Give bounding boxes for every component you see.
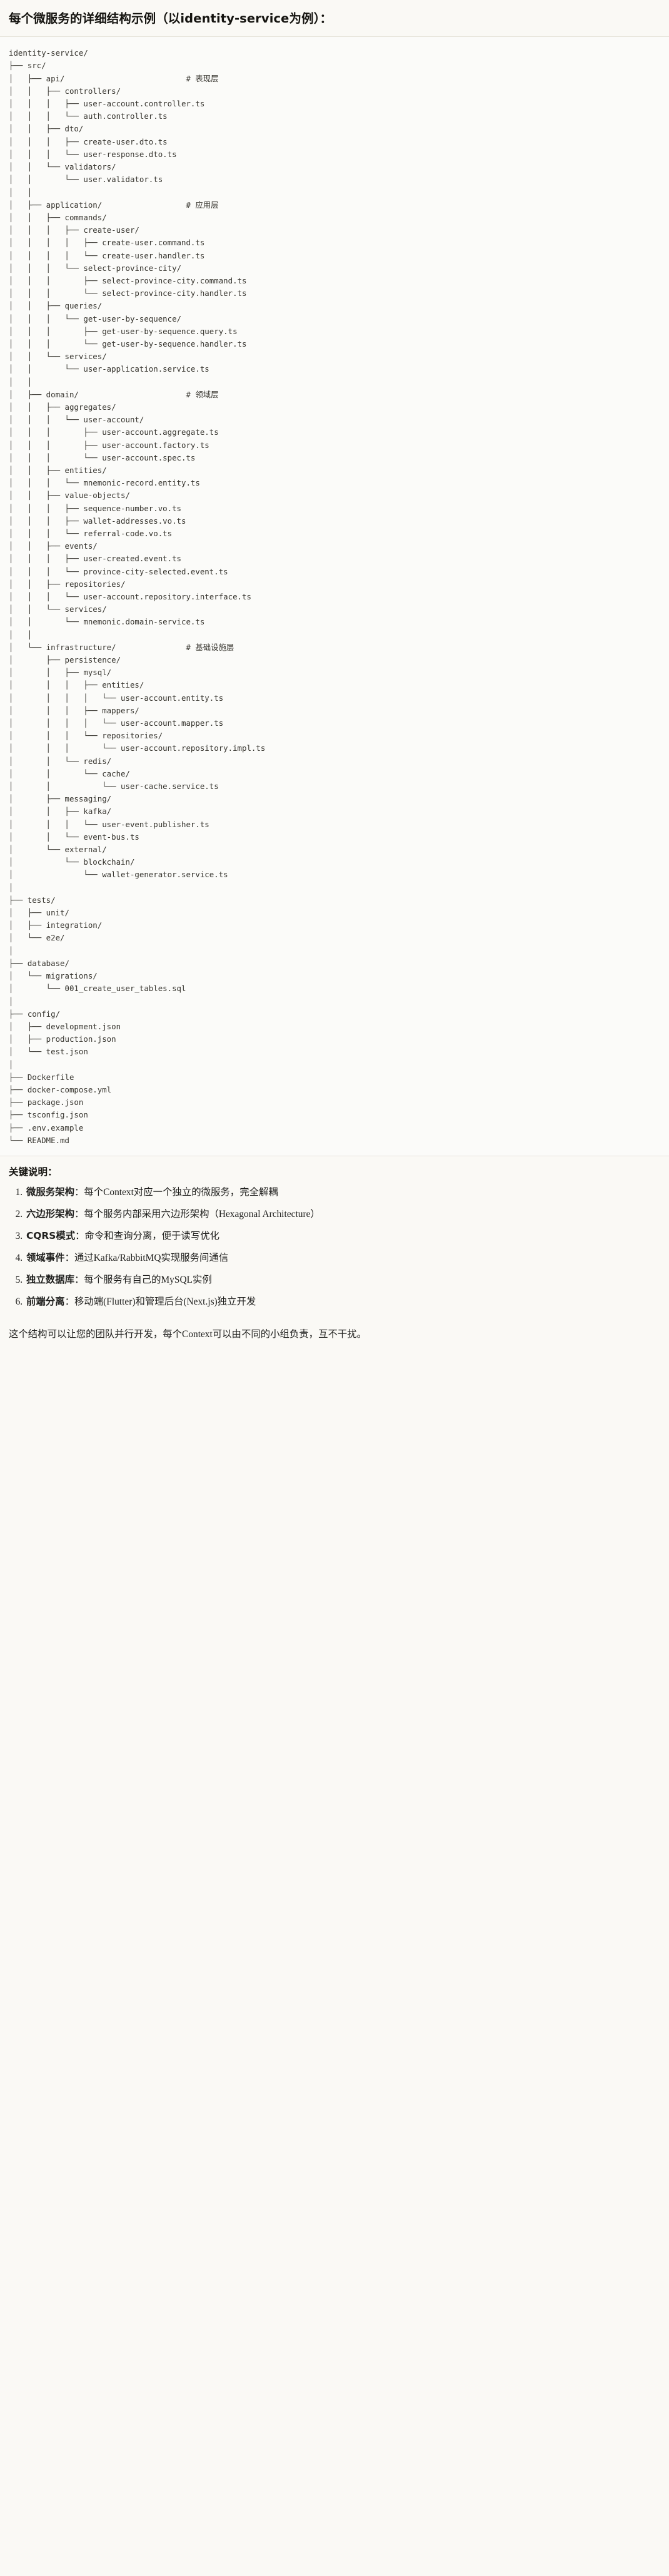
- list-item: CQRS模式：命令和查询分离，便于读写优化: [25, 1228, 660, 1245]
- note-separator: ：: [74, 1187, 84, 1198]
- key-notes-heading: 关键说明：: [9, 1166, 58, 1178]
- code-block-directory-tree: identity-service/ ├── src/ │ ├── api/ # …: [0, 37, 669, 1156]
- note-separator: ：: [64, 1253, 74, 1264]
- note-description: 通过Kafka/RabbitMQ实现服务间通信: [74, 1253, 229, 1264]
- note-description: 每个服务有自己的MySQL实例: [84, 1275, 212, 1285]
- list-item: 微服务架构：每个Context对应一个独立的微服务，完全解耦: [25, 1184, 660, 1201]
- note-separator: ：: [64, 1296, 74, 1307]
- note-separator: ：: [75, 1231, 85, 1242]
- note-description: 每个Context对应一个独立的微服务，完全解耦: [84, 1187, 278, 1198]
- list-item: 六边形架构：每个服务内部采用六边形架构（Hexagonal Architectu…: [25, 1206, 660, 1223]
- closing-paragraph: 这个结构可以让您的团队并行开发，每个Context可以由不同的小组负责，互不干扰…: [9, 1328, 367, 1340]
- list-item: 前端分离：移动端(Flutter)和管理后台(Next.js)独立开发: [25, 1294, 660, 1310]
- note-description: 每个服务内部采用六边形架构（Hexagonal Architecture）: [84, 1209, 320, 1220]
- note-term: CQRS模式: [26, 1230, 76, 1242]
- note-separator: ：: [74, 1209, 84, 1220]
- note-term: 领域事件: [26, 1252, 65, 1264]
- page-title: 每个微服务的详细结构示例（以identity-service为例）：: [0, 0, 669, 38]
- document-page: 每个微服务的详细结构示例（以identity-service为例）： ident…: [0, 0, 669, 1343]
- note-description: 移动端(Flutter)和管理后台(Next.js)独立开发: [74, 1296, 256, 1307]
- note-separator: ：: [74, 1275, 84, 1285]
- directory-tree-text: identity-service/ ├── src/ │ ├── api/ # …: [9, 48, 266, 1145]
- note-description: 命令和查询分离，便于读写优化: [84, 1231, 219, 1242]
- note-term: 前端分离: [26, 1295, 65, 1307]
- list-item: 独立数据库：每个服务有自己的MySQL实例: [25, 1272, 660, 1288]
- note-term: 六边形架构: [26, 1208, 74, 1220]
- key-notes-section: 关键说明： 微服务架构：每个Context对应一个独立的微服务，完全解耦 六边形…: [0, 1156, 669, 1320]
- note-term: 独立数据库: [26, 1274, 74, 1285]
- list-item: 领域事件：通过Kafka/RabbitMQ实现服务间通信: [25, 1250, 660, 1266]
- key-notes-list: 微服务架构：每个Context对应一个独立的微服务，完全解耦 六边形架构：每个服…: [9, 1184, 660, 1310]
- note-term: 微服务架构: [26, 1186, 74, 1198]
